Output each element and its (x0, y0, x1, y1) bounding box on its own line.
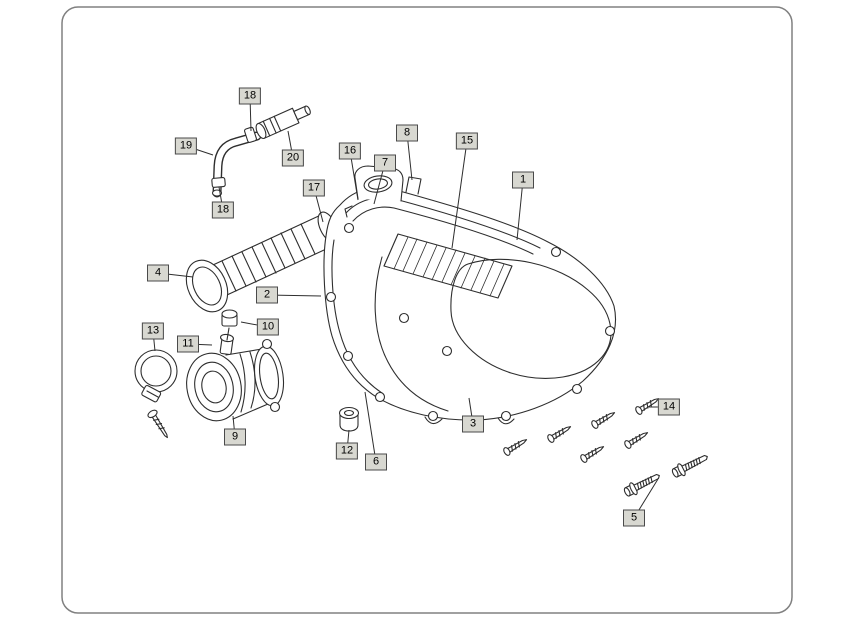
airbox-silhouette (323, 186, 617, 421)
leader-line-13-10 (240, 321, 269, 328)
leader-line-2-20 (287, 130, 294, 159)
clamp-bottom-icon (211, 177, 226, 188)
screws-group (503, 398, 660, 463)
leader-line-14-11 (187, 343, 213, 346)
intake-hose (185, 211, 339, 313)
hose-clamp (134, 349, 178, 403)
leader-line-1-19 (185, 145, 214, 156)
grommet (338, 406, 360, 432)
clamp-top-icon (244, 126, 257, 143)
leader-line-8-1 (516, 179, 524, 241)
hose-connector (255, 105, 311, 140)
diagram-border (61, 6, 793, 614)
leader-line-6-8 (406, 132, 413, 181)
leader-line-16-12 (346, 429, 350, 452)
leader-line-0-18 (249, 95, 252, 132)
cap-plug (221, 309, 238, 341)
leader-line-7-15 (451, 140, 468, 249)
hex-bolts-group (623, 454, 708, 497)
breather-elbow-pipe (211, 131, 262, 198)
intake-manifold (186, 338, 285, 422)
leader-line-17-6 (364, 391, 377, 463)
leader-line-12-13 (152, 330, 156, 352)
vent-fitting (219, 333, 235, 356)
leader-line-11-2 (266, 294, 322, 297)
clamp-screw (147, 409, 168, 439)
airbox-assembly (323, 165, 617, 425)
